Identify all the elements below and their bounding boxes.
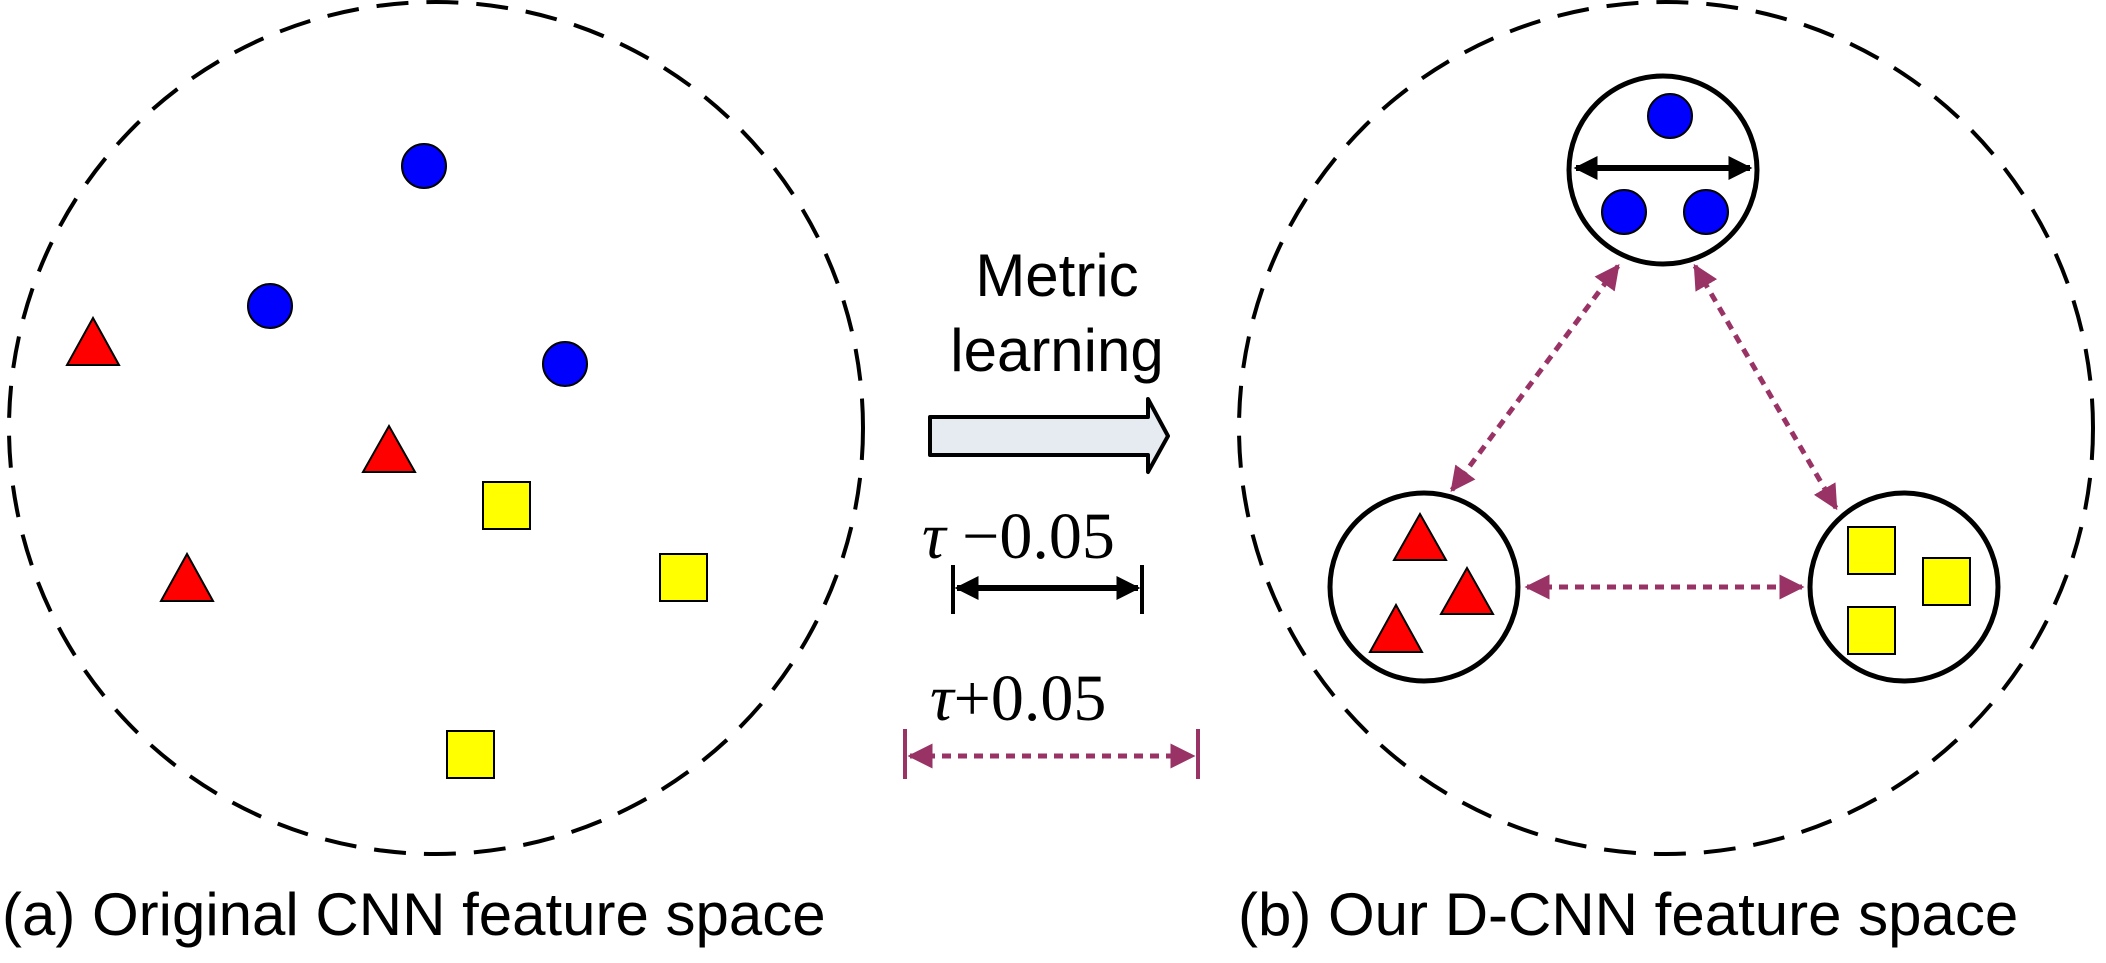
inter-margin-value: +0.05 <box>954 662 1107 735</box>
metric-learning-arrow <box>928 397 1170 474</box>
metric-learning-transition: Metric learning τ −0.05 τ+0.05 <box>903 242 1200 779</box>
blue-circle-sample <box>542 341 588 387</box>
panel-original-feature-space: (a) Original CNN feature space <box>2 0 865 948</box>
red-triangle-sample <box>1368 602 1424 653</box>
blue-circle-sample <box>247 283 293 329</box>
metric-learning-label-line1: Metric <box>975 242 1138 309</box>
yellow-square-sample <box>1847 606 1896 655</box>
red-triangle-sample <box>1392 511 1448 561</box>
intra-margin-value: −0.05 <box>946 500 1115 573</box>
inter-class-distance-arrow <box>1449 263 1621 493</box>
feature-space-boundary <box>1237 0 2095 856</box>
intra-class-margin-label: τ −0.05 <box>922 500 1115 573</box>
yellow-square-sample <box>1847 526 1896 575</box>
panel-a-caption: (a) Original CNN feature space <box>2 881 826 948</box>
yellow-square-cluster <box>1807 490 2001 684</box>
feature-space-boundary <box>7 0 865 856</box>
inter-class-distance-arrow <box>1692 263 1839 511</box>
blue-circle-sample <box>1683 189 1729 235</box>
red-triangle-sample <box>361 423 417 473</box>
red-triangle-sample <box>1439 565 1495 615</box>
red-triangle-cluster <box>1327 490 1521 684</box>
panel-b-caption: (b) Our D-CNN feature space <box>1238 881 2018 948</box>
yellow-square-sample <box>659 553 708 602</box>
red-triangle-sample <box>65 315 121 366</box>
metric-learning-label-line2: learning <box>950 317 1164 384</box>
panel-dcnn-feature-space: (b) Our D-CNN feature space <box>1237 0 2095 948</box>
blue-circle-sample <box>1647 93 1693 139</box>
blue-circle-sample <box>1601 189 1647 235</box>
yellow-square-sample <box>1922 557 1971 606</box>
cluster-boundary <box>1327 490 1521 684</box>
inter-class-margin-label: τ+0.05 <box>930 662 1106 735</box>
red-triangle-sample <box>159 551 215 602</box>
yellow-square-sample <box>446 730 495 779</box>
yellow-square-sample <box>482 481 531 530</box>
tau-symbol: τ <box>930 662 956 735</box>
blue-circle-sample <box>401 143 447 189</box>
tau-symbol: τ <box>922 500 948 573</box>
blue-circle-cluster <box>1566 73 1760 267</box>
